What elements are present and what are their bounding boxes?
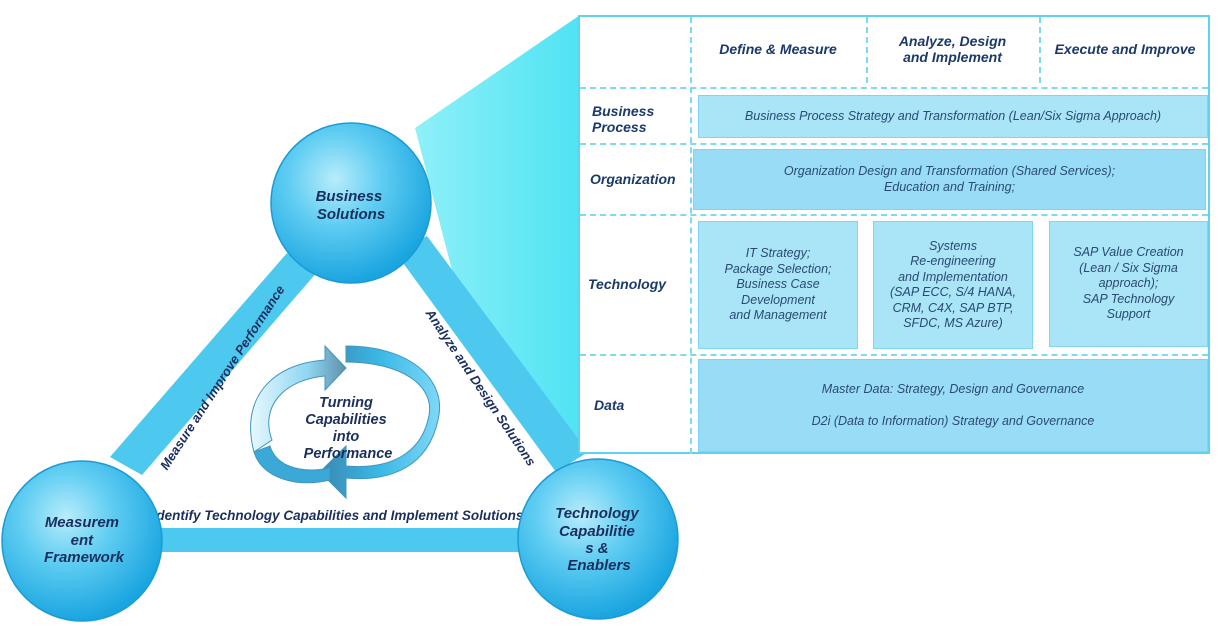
cycle-arrows-icon — [250, 344, 440, 500]
cycle-arrow-top — [250, 344, 347, 453]
node-technology-label: Technology Capabilitie s & Enablers — [555, 505, 643, 574]
edge-label-left: Measure and Improve Performance — [157, 283, 288, 473]
header-define-measure: Define & Measure — [719, 41, 837, 57]
header-execute-improve: Execute and Improve — [1054, 41, 1196, 57]
cell-technology-systems: Systems Re-engineering and Implementatio… — [873, 221, 1033, 349]
column-divider — [1039, 17, 1041, 83]
row-divider — [580, 354, 1208, 356]
edge-label-bottom: Identify Technology Capabilities and Imp… — [153, 508, 524, 523]
cell-technology-strategy: IT Strategy; Package Selection; Business… — [698, 221, 858, 349]
row-label-data: Data — [594, 396, 625, 413]
node-measurement-label: Measurem ent Framework — [44, 514, 125, 566]
center-caption: Turning Capabilities into Performance — [304, 395, 393, 462]
cell-business-process: Business Process Strategy and Transforma… — [698, 95, 1208, 138]
cycle-arrow-tail — [253, 445, 331, 484]
column-divider — [690, 17, 692, 454]
node-business-label: Business Solutions — [316, 188, 387, 223]
edge-bar-right — [395, 236, 588, 472]
row-label-organization: Organization — [590, 171, 676, 187]
cell-technology-value: SAP Value Creation (Lean / Six Sigma app… — [1049, 221, 1208, 347]
row-label-technology: Technology — [588, 276, 667, 292]
row-divider — [580, 143, 1208, 145]
header-analyze-design: Analyze, Design and Implement — [898, 33, 1007, 65]
node-measurement-framework: Measurem ent Framework — [1, 460, 163, 622]
callout-wedge — [415, 15, 580, 455]
cell-data: Master Data: Strategy, Design and Govern… — [698, 359, 1208, 452]
column-divider — [866, 17, 868, 83]
capability-matrix: Define & Measure Analyze, Design and Imp… — [578, 15, 1210, 454]
node-technology-capabilities: Technology Capabilitie s & Enablers — [517, 458, 679, 620]
edge-bar-left — [110, 253, 318, 475]
row-label-business-process: Business Process — [592, 103, 655, 135]
cell-organization: Organization Design and Transformation (… — [693, 149, 1206, 210]
cycle-arrow-bottom — [319, 345, 440, 500]
row-divider — [580, 214, 1208, 216]
row-divider — [580, 87, 1208, 89]
node-business-solutions: Business Solutions — [270, 122, 432, 284]
edge-bar-bottom — [150, 528, 530, 552]
